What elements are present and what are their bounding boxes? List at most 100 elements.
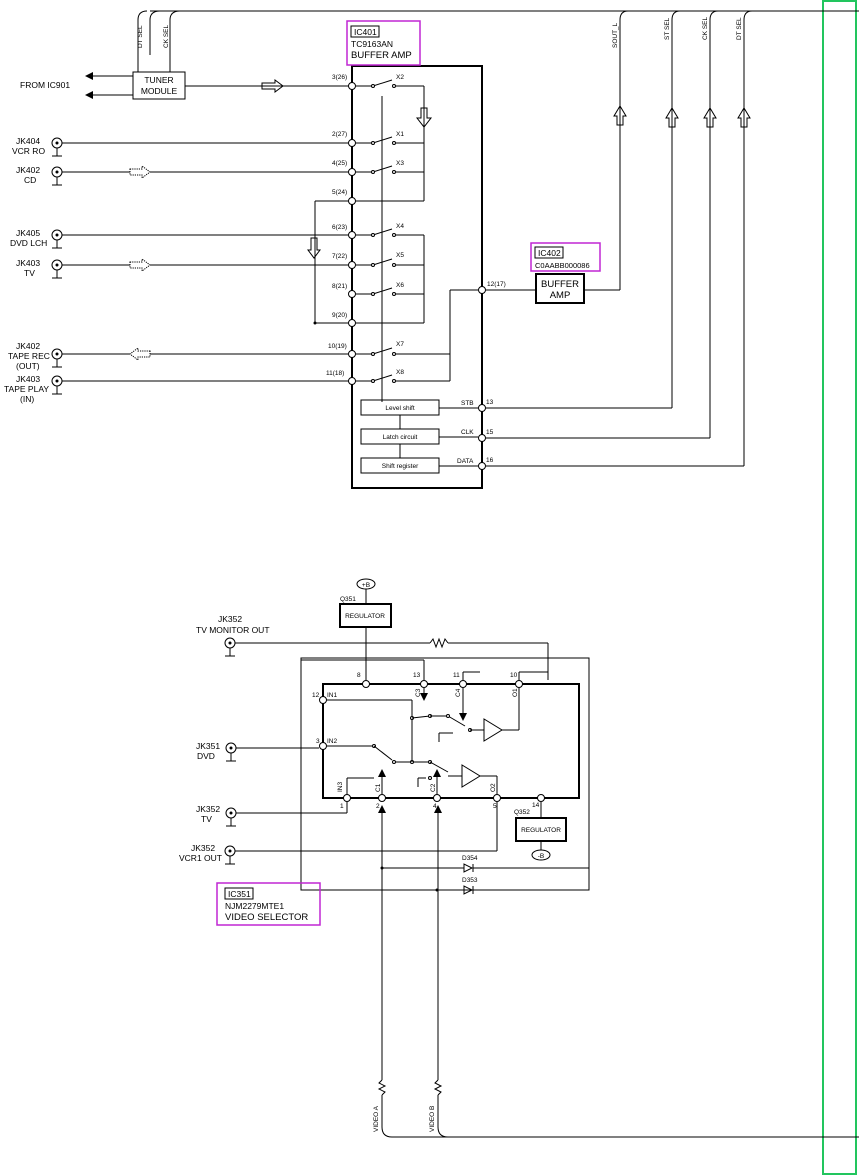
top-bus (137, 10, 859, 466)
resistor-icon (429, 637, 449, 649)
jk402-rec-name: TAPE REC (8, 351, 50, 361)
ic402-label-box (530, 242, 601, 272)
ic401-function: BUFFER AMP (351, 50, 412, 61)
jk402-rec-ref: JK402 (16, 341, 40, 351)
jk352-vcr-ref: JK352 (191, 843, 215, 853)
pin-2: 2 (376, 803, 380, 810)
pin-1: 1 (340, 803, 344, 810)
jk405-ref: JK405 (16, 228, 40, 238)
switch-x4-label: X4 (396, 223, 404, 230)
right-arrow-icon (261, 79, 284, 93)
jk404-ref: JK404 (16, 136, 40, 146)
bus-label-dt-sel-right: DT SEL (736, 17, 743, 40)
right-arrow-icon (129, 258, 151, 272)
jack-jk402-cd (51, 166, 348, 186)
input-jacks-top (51, 137, 348, 395)
jk352-tv-ref: JK352 (196, 804, 220, 814)
diode-d353-icon (463, 885, 474, 895)
d353-label: D353 (462, 877, 478, 884)
pin-label-9-20: 9(20) (332, 312, 347, 319)
jk402-cd-name: CD (24, 175, 36, 185)
left-arrow-icon (129, 347, 151, 361)
pin-label-16: 16 (486, 457, 494, 464)
pin-3: 3 (316, 738, 320, 745)
right-arrow-icon (129, 165, 151, 179)
switch-x7-label: X7 (396, 341, 404, 348)
pin-label-5-24: 5(24) (332, 189, 347, 196)
pin-label-8-21: 8(21) (332, 283, 347, 290)
ic401-part: TC9163AN (351, 39, 393, 49)
ic351-label-box (216, 882, 321, 926)
pin-label-13: 13 (486, 399, 494, 406)
ic402-func-2: AMP (550, 290, 571, 301)
pin-in2: IN2 (327, 738, 338, 745)
pin-c2: C2 (430, 783, 437, 792)
minus-b-terminal (531, 849, 551, 861)
down-arrow-icon (415, 107, 433, 128)
ic402-part: C0AABB000086 (535, 261, 590, 270)
bus-label-ck-sel-right: CK SEL (702, 16, 709, 40)
ic401-pins (348, 82, 486, 470)
pin-label-6-23: 6(23) (332, 224, 347, 231)
q351-regulator-label: REGULATOR (345, 613, 385, 620)
jk352-tv-name: TV (201, 814, 212, 824)
bus-label-st-sel: ST SEL (664, 17, 671, 40)
jk403-tv-ref: JK403 (16, 258, 40, 268)
pin-label-4-25: 4(25) (332, 160, 347, 167)
ic402-func-1: BUFFER (541, 279, 579, 290)
jk402-cd-ref: JK402 (16, 165, 40, 175)
jk402-rec-name2: (OUT) (16, 361, 40, 371)
pin-label-10-19: 10(19) (328, 343, 347, 350)
tuner-label-1: TUNER (144, 75, 173, 85)
latch-circuit-label: Latch circuit (383, 434, 418, 441)
pin-13: 13 (413, 672, 421, 679)
bus-label-ck-sel-left: CK SEL (163, 24, 170, 48)
ic351-function: VIDEO SELECTOR (225, 912, 308, 923)
video-b-label: VIDEO B (429, 1106, 436, 1132)
tuner-label-2: MODULE (141, 86, 178, 96)
pin-label-15: 15 (486, 429, 494, 436)
ic401-body (351, 65, 483, 489)
pin-8: 8 (357, 672, 361, 679)
pin-in1: IN1 (327, 692, 338, 699)
ic351-ref: IC351 (228, 889, 251, 899)
jk351-ref: JK351 (196, 741, 220, 751)
pin-12: 12 (312, 692, 320, 699)
jack-jk402-rec (51, 348, 348, 368)
page-edge-frame (822, 0, 857, 1175)
pin-c4: C4 (455, 688, 462, 697)
jk404-name: VCR RO (12, 146, 45, 156)
pin-10: 10 (510, 672, 518, 679)
up-arrow-icon (613, 105, 627, 126)
buffer-amp-2-icon (461, 764, 481, 788)
bus-label-sout-l: SOUT_L (612, 22, 619, 48)
up-arrow-icon (737, 107, 751, 128)
video-a-label: VIDEO A (373, 1105, 380, 1132)
up-arrow-icon (665, 107, 679, 128)
jk403-play-ref: JK403 (16, 374, 40, 384)
stb-label: STB (461, 400, 474, 407)
pin-in3: IN3 (337, 782, 344, 793)
ic351-internal (327, 688, 579, 799)
switch-x1-label: X1 (396, 131, 404, 138)
jk403-play-name2: (IN) (20, 394, 34, 404)
pin-label-2-27: 2(27) (332, 131, 347, 138)
jk403-tv-name: TV (24, 268, 35, 278)
bus-label-dt-sel-left: DT SEL (137, 25, 144, 48)
pin-label-7-22: 7(22) (332, 253, 347, 260)
switch-x5-label: X5 (396, 252, 404, 259)
data-label: DATA (457, 458, 474, 465)
jk405-name: DVD LCH (10, 238, 47, 248)
pin-14: 14 (532, 802, 540, 809)
pin-o1: O1 (512, 688, 519, 697)
from-ic901-label: FROM IC901 (20, 80, 70, 90)
jk351-name: DVD (197, 751, 215, 761)
switch-x2-label: X2 (396, 74, 404, 81)
pin-c1: C1 (375, 783, 382, 792)
resistor-icon (377, 1079, 387, 1096)
jack-jk404 (51, 137, 348, 157)
q352-label: Q352 (514, 809, 530, 816)
diode-d354-icon (463, 863, 474, 873)
ic351-outer-frame (300, 657, 590, 891)
